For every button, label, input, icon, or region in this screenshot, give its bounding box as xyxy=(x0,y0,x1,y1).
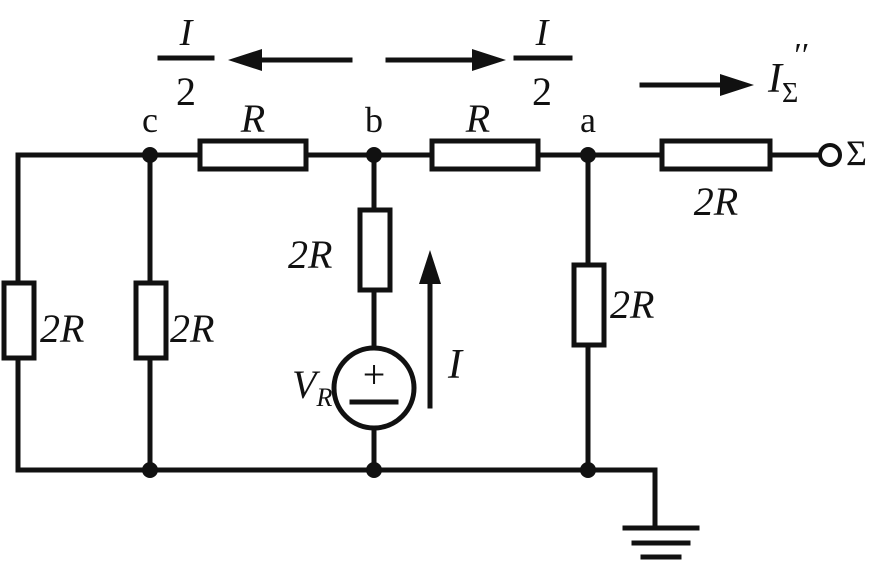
resistor-cb-label: R xyxy=(240,96,265,141)
resistor-cb xyxy=(197,138,309,172)
node-c-dot xyxy=(142,147,158,163)
resistor-leftmost-label: 2R xyxy=(40,306,84,351)
voltage-source: + xyxy=(331,345,417,431)
resistor-a-out-label: 2R xyxy=(694,179,738,224)
terminal-label: Σ xyxy=(846,133,867,173)
source-label: VR xyxy=(292,362,332,412)
output-terminal xyxy=(818,143,842,167)
node-b-label: b xyxy=(365,100,383,140)
source-plus-sign: + xyxy=(363,352,386,397)
current-source-label: I xyxy=(447,342,464,388)
resistor-a-out xyxy=(659,138,773,172)
resistor-c-ground xyxy=(133,280,169,361)
current-right-arrow xyxy=(385,49,506,71)
resistor-b-series xyxy=(357,207,393,293)
node-b-dot xyxy=(366,147,382,163)
current-output-prime: ′′ xyxy=(792,37,807,74)
current-right-fraction: I 2 xyxy=(513,12,573,114)
source-circle xyxy=(331,345,417,431)
resistor-b-series-label: 2R xyxy=(288,232,332,277)
current-output-sub: Σ xyxy=(782,78,798,109)
resistor-a-ground-label: 2R xyxy=(610,282,654,327)
resistor-ba-label: R xyxy=(465,96,490,141)
node-a-bottom-dot xyxy=(580,462,596,478)
source-symbol: V xyxy=(292,362,321,407)
resistor-leftmost xyxy=(1,280,37,361)
source-subscript: R xyxy=(315,383,332,412)
resistor-ba xyxy=(429,138,541,172)
node-a-dot xyxy=(580,147,596,163)
resistor-a-ground xyxy=(571,262,607,348)
current-left-arrow xyxy=(228,49,353,71)
current-output-arrow xyxy=(639,74,754,96)
node-b-bottom-dot xyxy=(366,462,382,478)
current-left-fraction: I 2 xyxy=(157,12,215,114)
current-right-numerator: I xyxy=(535,12,551,54)
node-a-label: a xyxy=(580,100,596,140)
current-output-label: IΣ ′′ xyxy=(767,37,808,109)
ground-symbol xyxy=(622,525,700,560)
current-right-denominator: 2 xyxy=(532,69,552,114)
current-left-denominator: 2 xyxy=(176,69,196,114)
current-source-arrow xyxy=(419,250,441,409)
junction-dots xyxy=(142,147,596,478)
current-left-numerator: I xyxy=(179,12,195,54)
wires xyxy=(15,152,823,531)
node-c-bottom-dot xyxy=(142,462,158,478)
current-output-main: I xyxy=(767,56,784,102)
resistor-c-ground-label: 2R xyxy=(170,306,214,351)
node-c-label: c xyxy=(142,100,158,140)
